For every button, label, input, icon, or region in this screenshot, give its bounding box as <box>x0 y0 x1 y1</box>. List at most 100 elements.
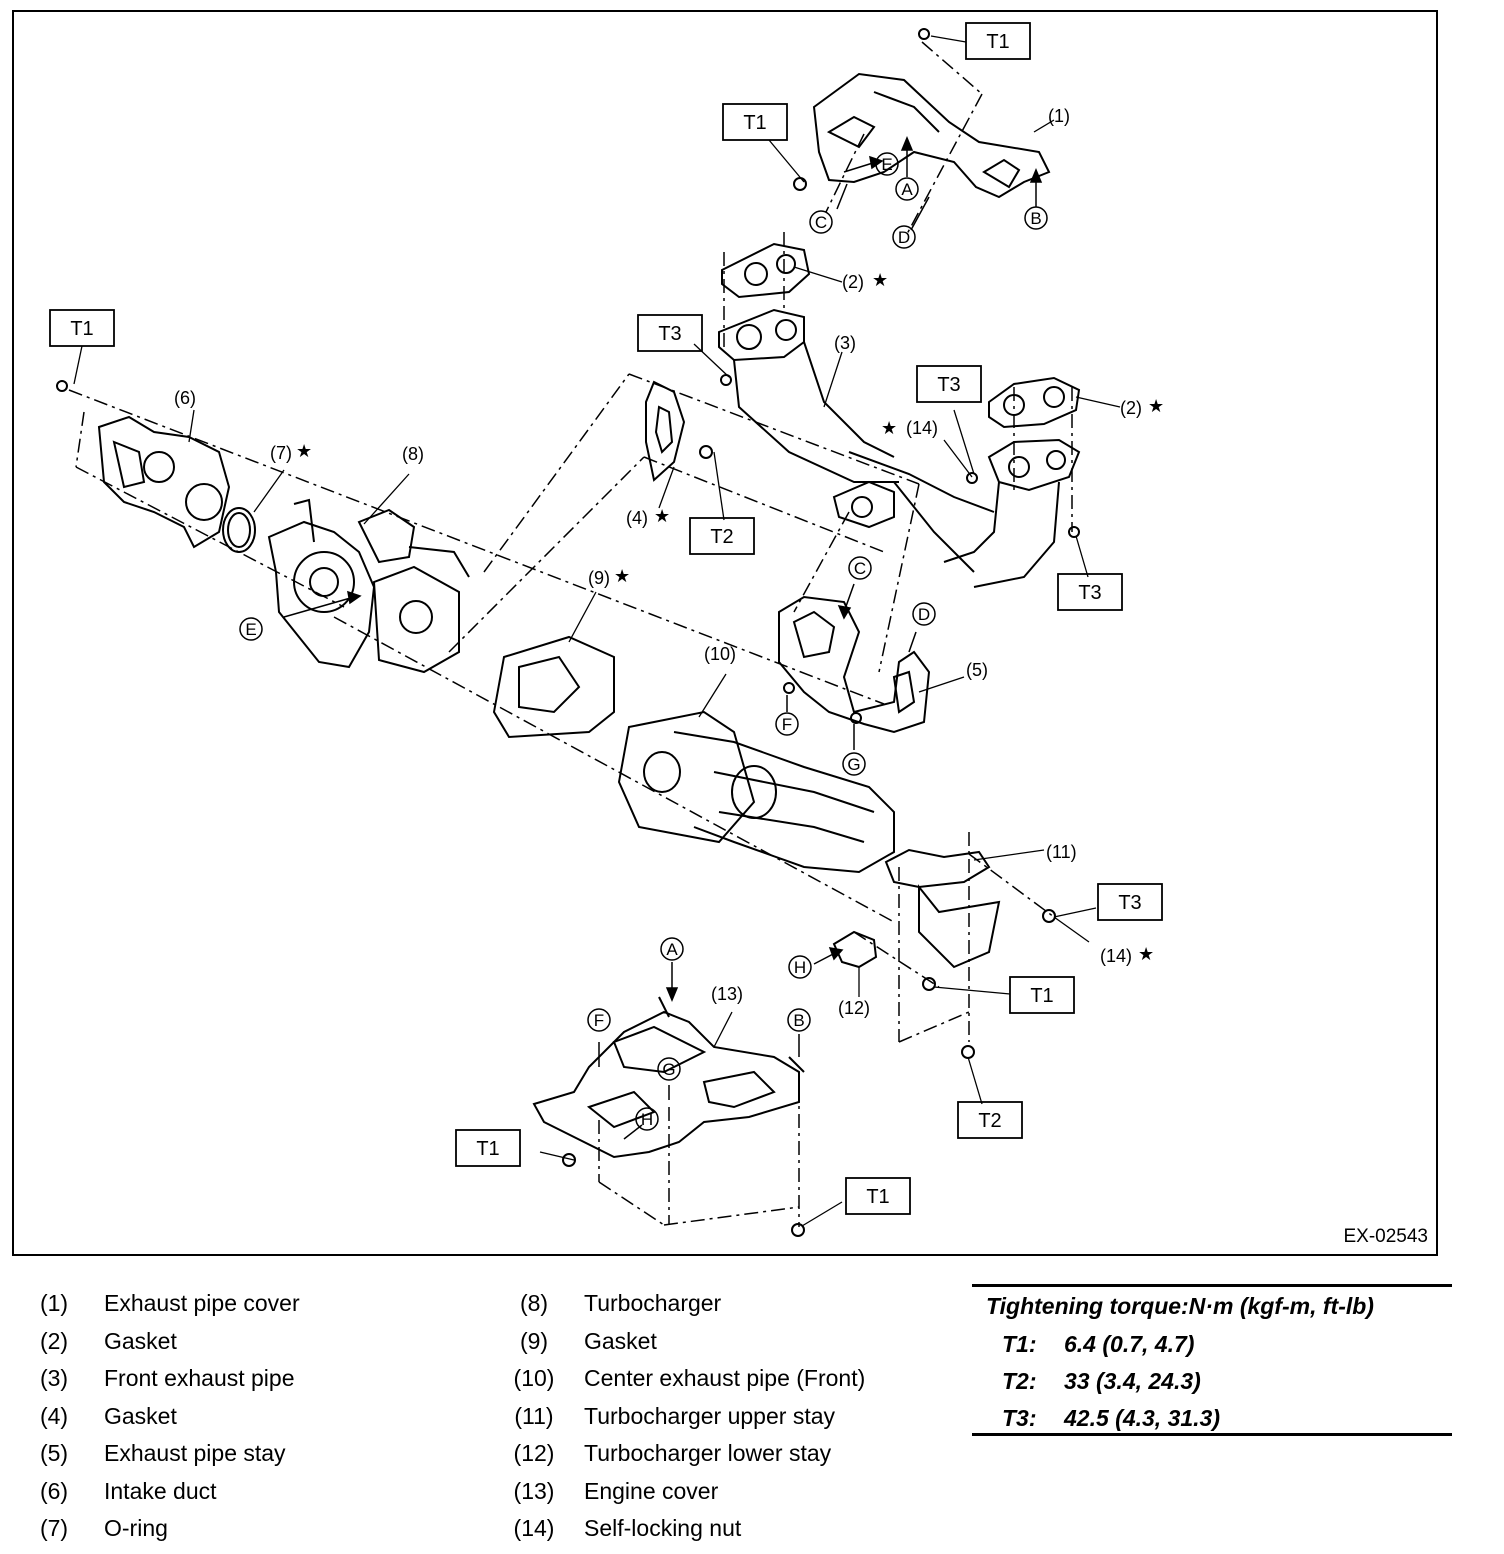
legend-num: (11) <box>514 1403 554 1429</box>
ref-letter-g: G <box>662 1060 675 1079</box>
legend-num: (9) <box>519 1328 549 1354</box>
gasket-4-part <box>645 380 686 482</box>
callout-12: (12) <box>838 998 870 1018</box>
torque-row: T1:6.4 (0.7, 4.7) <box>1002 1331 1194 1358</box>
reference-arrows <box>283 136 1043 1140</box>
torque-tag-label: T3 <box>937 374 960 396</box>
exploded-view-drawing: T1 T1 T1 T3 T3 T2 T3 T3 T1 T2 T1 T1 E A … <box>49 22 1164 1237</box>
star-mark: ★ <box>654 506 670 526</box>
torque-tag-box-t1 <box>965 22 1031 60</box>
torque-value: 42.5 (4.3, 31.3) <box>1064 1405 1220 1431</box>
ref-letter-d: D <box>918 605 930 624</box>
torque-tag-label: T1 <box>1030 985 1053 1007</box>
legend-num: (4) <box>39 1403 69 1429</box>
ref-letter-e: E <box>881 155 892 174</box>
callout-8: (8) <box>402 444 424 464</box>
legend-num: (14) <box>513 1515 555 1541</box>
torque-tag-box-t1 <box>49 309 115 347</box>
gasket-upper-right-part <box>988 376 1081 429</box>
engine-cover-part <box>532 996 805 1159</box>
exploded-view-figure: T1 T1 T1 T3 T3 T2 T3 T3 T1 T2 T1 T1 E A … <box>12 10 1438 1256</box>
star-mark: ★ <box>881 418 897 438</box>
callout-7: (7) <box>270 443 292 463</box>
o-ring-inner <box>227 512 251 548</box>
legend-num: (12) <box>513 1440 555 1466</box>
ref-letter-b: B <box>793 1011 804 1030</box>
legend-num: (13) <box>513 1478 555 1504</box>
legend-num: (2) <box>39 1328 69 1354</box>
torque-table: Tightening torque:N·m (kgf-m, ft-lb) T1:… <box>972 1284 1452 1436</box>
callout-9: (9) <box>588 568 610 588</box>
center-exhaust-pipe-part <box>617 710 895 874</box>
turbocharger-lower-stay-part <box>832 930 878 969</box>
star-mark: ★ <box>1148 396 1164 416</box>
torque-key: T3: <box>1002 1405 1037 1431</box>
part-callouts: (1) (2) ★ (3) (2) ★ ★ (14) (4) ★ (5) (6)… <box>174 106 1164 1018</box>
callout-3: (3) <box>834 333 856 353</box>
torque-tag-box-t2 <box>957 1101 1023 1139</box>
torque-tag-label: T1 <box>743 112 766 134</box>
legend-num: (8) <box>519 1290 549 1316</box>
legend-name: Front exhaust pipe <box>104 1365 295 1391</box>
callout-13: (13) <box>711 984 743 1004</box>
ref-letter-f: F <box>782 715 792 734</box>
torque-tag-label: T1 <box>986 31 1009 53</box>
callout-1: (1) <box>1048 106 1070 126</box>
torque-table-title: Tightening torque:N·m (kgf-m, ft-lb) <box>986 1293 1374 1319</box>
star-mark: ★ <box>614 566 630 586</box>
ref-letter-e: E <box>245 620 256 639</box>
legend-name: O-ring <box>104 1515 168 1541</box>
legend-name: Turbocharger lower stay <box>584 1440 832 1466</box>
turbocharger-part <box>267 498 470 674</box>
torque-tag-box-t1 <box>845 1177 911 1215</box>
callout-4: (4) <box>626 508 648 528</box>
callout-6: (6) <box>174 388 196 408</box>
front-exhaust-pipe-part <box>718 308 1081 588</box>
ref-letter-c: C <box>854 559 866 578</box>
ref-letter-h: H <box>641 1110 653 1129</box>
torque-tag-label: T1 <box>476 1138 499 1160</box>
torque-tag-box-t3 <box>1097 883 1163 921</box>
legend-name: Gasket <box>584 1328 657 1354</box>
ref-letter-g: G <box>847 755 860 774</box>
exhaust-pipe-stay-part <box>778 595 931 734</box>
fasteners <box>56 28 1080 1237</box>
torque-tag-box-t3 <box>1057 573 1123 611</box>
legend-name: Turbocharger upper stay <box>584 1403 836 1429</box>
ref-letter-h: H <box>794 958 806 977</box>
ref-letter-a: A <box>901 180 913 199</box>
gasket-upper-left-part <box>721 242 811 299</box>
intake-duct-part <box>97 415 231 549</box>
leader-lines <box>73 35 1121 1227</box>
torque-key: T1: <box>1002 1331 1037 1357</box>
legend-name: Self-locking nut <box>584 1515 742 1541</box>
reference-letter-markers: E A B C D E C D F G H A B F G H <box>239 152 1048 1131</box>
ref-letter-f: F <box>594 1011 604 1030</box>
legend-num: (3) <box>39 1365 69 1391</box>
parts-legend: (1) Exhaust pipe cover (2) Gasket (3) Front… <box>0 1280 1504 1554</box>
legend-num: (10) <box>513 1365 555 1391</box>
legend-name: Exhaust pipe cover <box>104 1290 300 1316</box>
legend-num: (1) <box>39 1290 69 1316</box>
legend-name: Turbocharger <box>584 1290 722 1316</box>
callout-2: (2) <box>842 272 864 292</box>
torque-tag-box-t3 <box>637 314 703 352</box>
ref-letter-a: A <box>666 940 678 959</box>
star-mark: ★ <box>872 270 888 290</box>
figure-code: EX-02543 <box>1343 1226 1428 1247</box>
legend-name: Exhaust pipe stay <box>104 1440 286 1466</box>
torque-tag-boxes: T1 T1 T1 T3 T3 T2 T3 T3 T1 T2 T1 T1 <box>49 22 1163 1215</box>
torque-tag-box-t1 <box>722 103 788 141</box>
legend-name: Engine cover <box>584 1478 719 1504</box>
turbocharger-upper-stay-part <box>884 848 1001 969</box>
legend-name: Gasket <box>104 1403 177 1429</box>
torque-tag-label: T3 <box>658 323 681 345</box>
legend-name: Center exhaust pipe (Front) <box>584 1365 866 1391</box>
torque-value: 33 (3.4, 24.3) <box>1064 1368 1201 1394</box>
legend-name: Intake duct <box>104 1478 217 1504</box>
torque-tag-label: T3 <box>1078 582 1101 604</box>
callout-14: (14) <box>1100 946 1132 966</box>
star-mark: ★ <box>296 441 312 461</box>
torque-key: T2: <box>1002 1368 1037 1394</box>
torque-tag-box-t1 <box>455 1129 521 1167</box>
